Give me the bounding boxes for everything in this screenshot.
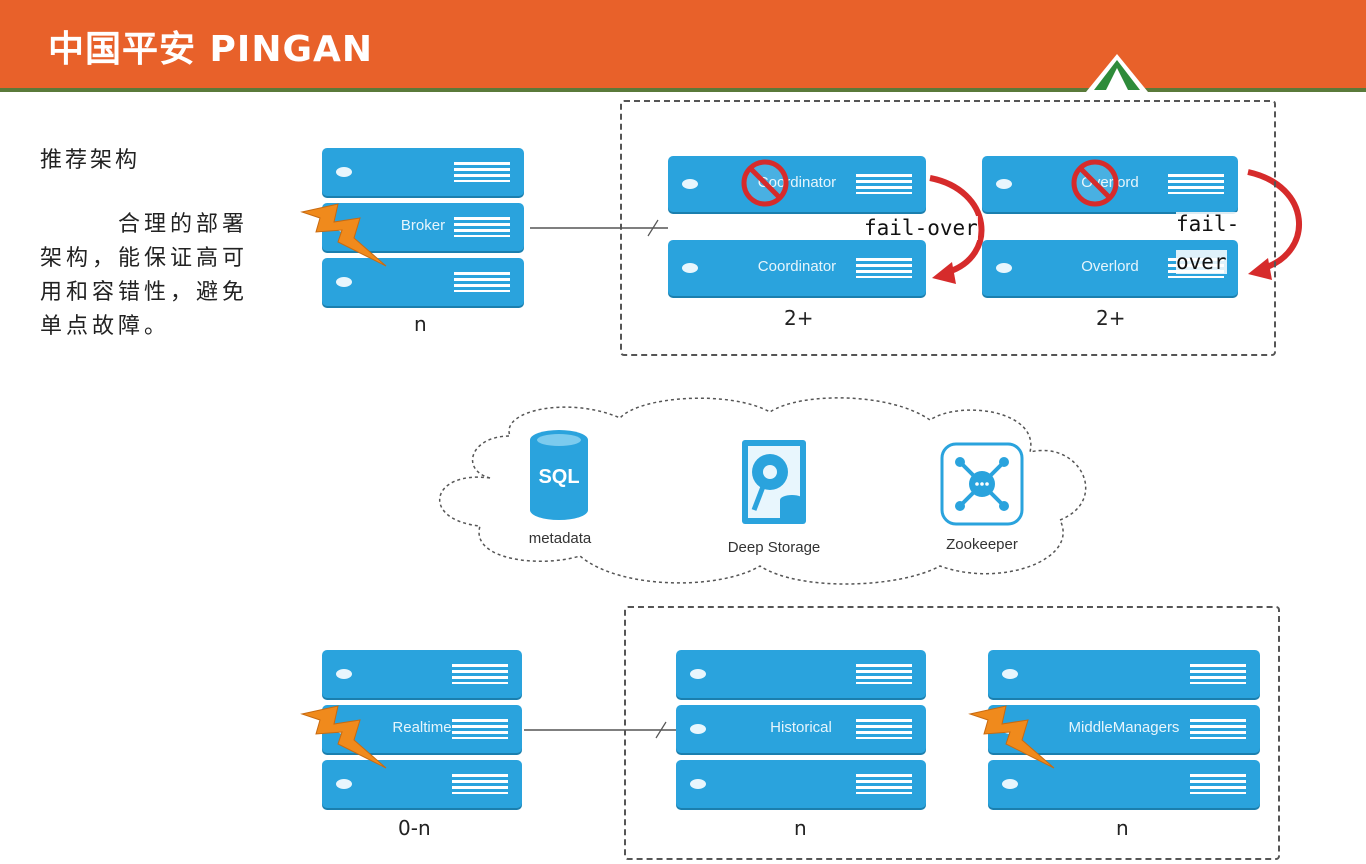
historical-server-3 [676, 760, 926, 808]
section-title: 推荐架构 [40, 148, 141, 173]
historical-server-2: Historical [676, 705, 926, 753]
vent-icon [1168, 174, 1224, 194]
cloud-outline [439, 397, 1087, 585]
historical-count: n [794, 816, 807, 840]
data-nodes-box [624, 606, 1280, 860]
broker-server-1 [322, 148, 524, 196]
sql-text: SQL [538, 466, 580, 488]
historical-label: Historical [770, 719, 832, 736]
middlemanagers-server-3 [988, 760, 1260, 808]
header-rule [0, 88, 1366, 92]
coordinator-server-backup: Coordinator [668, 240, 926, 296]
lightning-bolt-icon-realtime [300, 705, 387, 769]
lightning-bolt-icon-broker [300, 203, 387, 267]
deep-storage-icon [742, 440, 806, 524]
middlemanagers-server-2: MiddleManagers [988, 705, 1260, 753]
historical-server-1 [676, 650, 926, 698]
failover-label-coordinator: fail-over [864, 216, 978, 240]
led-icon [690, 669, 706, 679]
vent-icon [454, 272, 510, 292]
failover-label-overlord-line2: over [1176, 250, 1227, 274]
broker-server-3 [322, 258, 524, 306]
led-icon [996, 263, 1012, 273]
led-icon [1002, 779, 1018, 789]
vent-icon [452, 719, 508, 739]
coordinator-label-backup: Coordinator [757, 258, 837, 275]
failover-arrow-overlord [1247, 169, 1302, 271]
no-entry-icon-overlord [1071, 159, 1119, 207]
vent-icon [856, 774, 912, 794]
vent-icon [856, 174, 912, 194]
middlemanagers-count: n [1116, 816, 1129, 840]
deep-storage-label: Deep Storage [727, 539, 821, 556]
broker-count: n [414, 312, 427, 336]
vent-icon [454, 217, 510, 237]
led-icon [682, 179, 698, 189]
vent-icon [1190, 719, 1246, 739]
led-icon [336, 669, 352, 679]
master-nodes-box [620, 100, 1276, 356]
led-icon [996, 179, 1012, 189]
led-icon [336, 779, 352, 789]
no-entry-icon-coordinator [741, 159, 789, 207]
led-icon [1002, 669, 1018, 679]
vent-icon [856, 664, 912, 684]
vent-icon [856, 258, 912, 278]
header-bar: 中国平安 PINGAN [0, 0, 1366, 88]
vent-icon [1190, 664, 1246, 684]
house-logo-icon [1086, 54, 1148, 92]
led-icon [336, 167, 352, 177]
coordinator-label-primary: Coordinator [757, 174, 837, 191]
led-icon [690, 724, 706, 734]
vent-icon [1190, 774, 1246, 794]
led-icon [682, 263, 698, 273]
realtime-server-3 [322, 760, 522, 808]
zookeeper-label: Zookeeper [946, 536, 1018, 553]
pingan-logo-text: 中国平安 PINGAN [48, 29, 373, 70]
zookeeper-icon [940, 442, 1024, 526]
coordinator-server-primary: Coordinator [668, 156, 926, 212]
failover-label-overlord-line1: fail- [1176, 212, 1240, 236]
failover-arrow-coordinator [929, 175, 985, 275]
vent-icon [452, 664, 508, 684]
realtime-server-1 [322, 650, 522, 698]
realtime-label: Realtime [392, 719, 452, 736]
led-icon [690, 779, 706, 789]
vent-icon [452, 774, 508, 794]
broker-label: Broker [400, 217, 446, 234]
realtime-count: 0-n [398, 816, 431, 840]
overlord-count: 2+ [1096, 306, 1126, 330]
vent-icon [856, 719, 912, 739]
led-icon [336, 277, 352, 287]
middlemanagers-label: MiddleManagers [1068, 719, 1180, 736]
vent-icon [454, 162, 510, 182]
middlemanagers-server-1 [988, 650, 1260, 698]
metadata-label: metadata [528, 530, 592, 547]
lightning-bolt-icon-middlemanagers [968, 705, 1055, 769]
overlord-label-backup: Overlord [1081, 258, 1139, 275]
coordinator-count: 2+ [784, 306, 814, 330]
section-description: 合理的部署架构，能保证高可用和容错性，避免单点故障。 [40, 212, 249, 339]
sql-database-icon [530, 430, 588, 520]
